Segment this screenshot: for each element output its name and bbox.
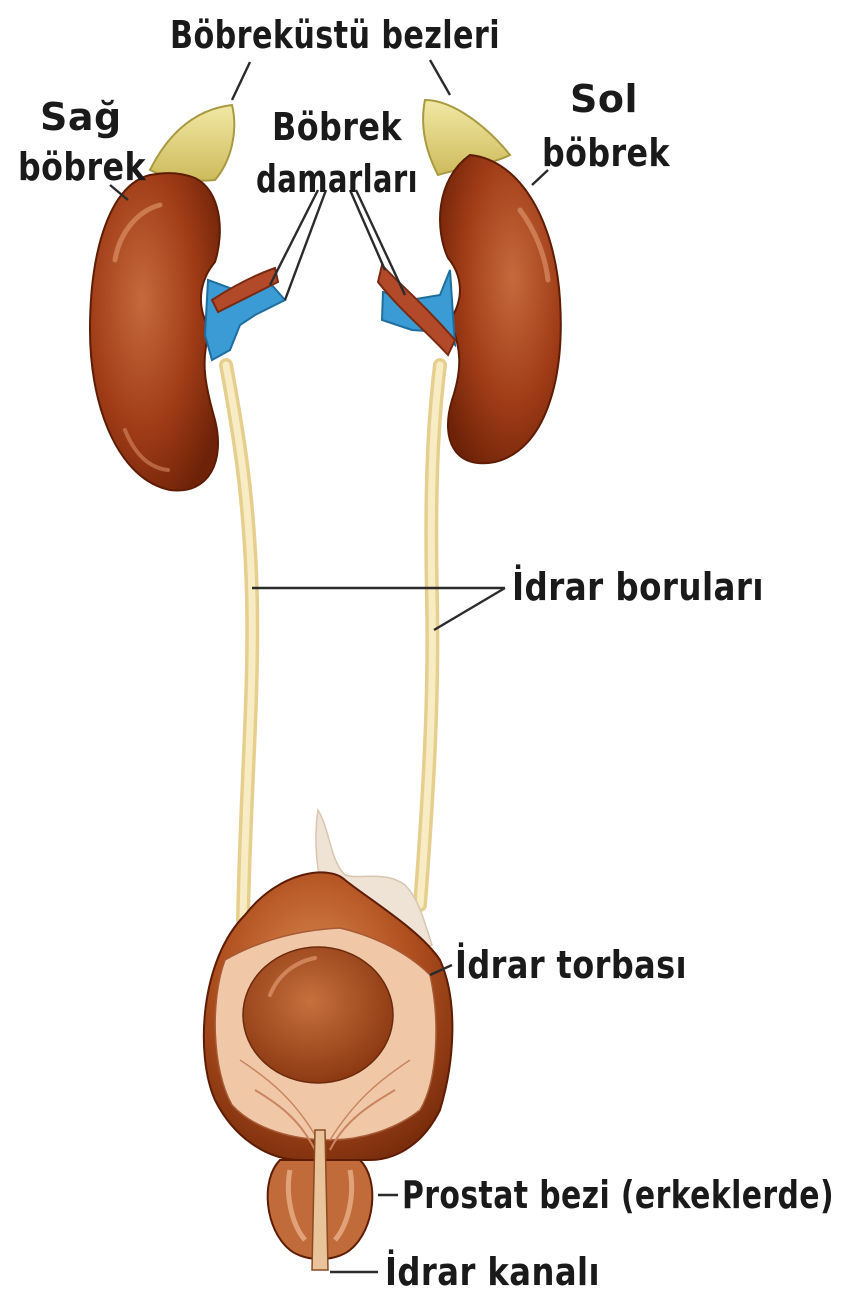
right-kidney xyxy=(90,173,220,490)
label-left-kidney-line2: böbrek xyxy=(542,131,670,175)
label-right-kidney-line1: Sağ xyxy=(40,95,122,139)
label-bladder: İdrar torbası xyxy=(455,943,687,987)
label-renal-vessels-line2: damarları xyxy=(256,157,418,201)
label-left-kidney-line1: Sol xyxy=(570,77,638,121)
label-renal-vessels-line1: Böbrek xyxy=(272,105,402,149)
left-kidney xyxy=(440,155,561,463)
label-ureters: İdrar boruları xyxy=(512,565,764,609)
label-adrenal-glands: Böbreküstü bezleri xyxy=(170,13,500,57)
urethra xyxy=(312,1130,328,1270)
label-urethra: İdrar kanalı xyxy=(385,1250,600,1294)
label-prostate: Prostat bezi (erkeklerde) xyxy=(402,1173,834,1217)
label-right-kidney-line2: böbrek xyxy=(18,145,146,189)
bladder-dome xyxy=(243,947,393,1083)
right-adrenal-gland xyxy=(150,105,234,181)
